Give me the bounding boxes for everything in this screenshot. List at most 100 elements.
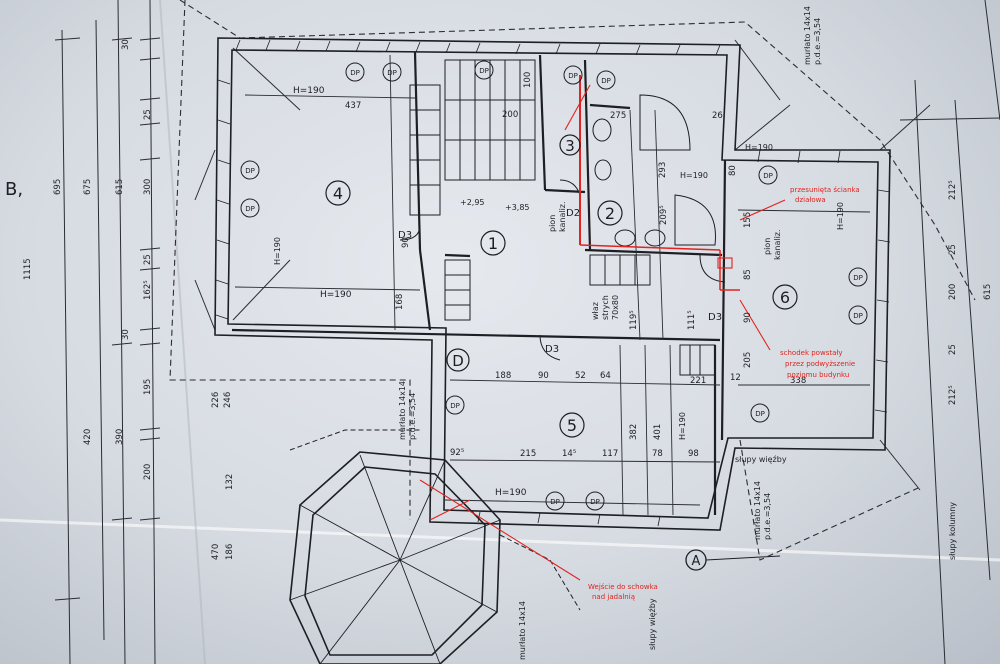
hatch-label: właz <box>591 302 600 320</box>
dimension-text: 30 <box>121 329 131 340</box>
dp-marker <box>345 62 365 82</box>
annotation-wall-moved: przesunięta ścianka <box>790 186 860 194</box>
kanaliz-label: kanaliz. <box>773 229 782 260</box>
dimension-text: 615 <box>983 284 993 300</box>
dimension-text: 25 <box>143 109 153 120</box>
dimension-text: 64 <box>600 371 611 381</box>
dp-label: DP <box>479 67 489 75</box>
dimension-text: 25 <box>948 344 958 355</box>
dp-marker <box>474 60 494 80</box>
dimension-text: 52 <box>575 371 586 381</box>
dimension-text: 221 <box>690 376 706 386</box>
wallplate-label: murłato 14x14 <box>518 601 527 660</box>
dp-marker <box>585 491 605 511</box>
dimension-text: 275 <box>610 111 626 121</box>
room-3-label: 3 <box>565 137 575 155</box>
dp-marker <box>445 395 465 415</box>
dimension-text: 300 <box>143 179 153 195</box>
dimension-text: 200 <box>143 464 153 480</box>
right-dimension-lines <box>899 0 1000 664</box>
dp-marker <box>563 65 583 85</box>
room-marker-circle <box>325 180 351 206</box>
dimension-text: 100 <box>523 72 533 88</box>
outer-walls <box>214 37 891 531</box>
dp-label: DP <box>387 69 397 77</box>
dimension-text: 1115 <box>23 258 33 280</box>
dp-marker <box>750 403 770 423</box>
wallplate-label: p.d.e.=3,54 <box>408 393 417 440</box>
room-marker-circle <box>559 412 585 438</box>
annotation-entrance: nad jadalnią <box>592 593 635 601</box>
dimension-text: 80 <box>728 165 738 176</box>
height-label: H=190 <box>293 86 325 96</box>
room-marker-circle <box>559 134 581 156</box>
dp-label: DP <box>568 72 578 80</box>
dp-marker <box>240 198 260 218</box>
dp-label: DP <box>763 172 773 180</box>
wall-hatching <box>215 39 891 527</box>
level-label: +2,95 <box>460 198 485 207</box>
dp-label: DP <box>601 77 611 85</box>
balcony-octagon <box>289 451 501 664</box>
dimension-text: 26 <box>712 111 723 121</box>
dimension-text: 212⁵ <box>948 385 958 405</box>
dimension-text: 90 <box>538 371 549 381</box>
staircase <box>409 59 716 376</box>
dimension-text: 186 <box>225 544 235 560</box>
height-label: H=190 <box>836 202 845 230</box>
dimension-text: 162⁵ <box>143 280 153 300</box>
dp-label: DP <box>350 69 360 77</box>
annotation-step: schodek powstały <box>780 349 843 357</box>
red-markups <box>419 75 786 581</box>
wallplate-label: murłato 14x14 <box>398 381 407 440</box>
dimension-text: 14⁵ <box>562 449 576 459</box>
dp-marker <box>758 165 778 185</box>
dimension-text: 119⁵ <box>629 310 639 330</box>
room-marker-circle <box>480 230 506 256</box>
dimension-text: 90 <box>743 312 753 323</box>
annotation-step: poziomu budynku <box>787 371 849 379</box>
dimension-text: 293 <box>658 162 668 178</box>
dimension-text: 25 <box>948 244 958 255</box>
dp-label: DP <box>245 167 255 175</box>
roof-hip-lines <box>194 39 931 491</box>
dimension-text: 92⁵ <box>450 448 464 458</box>
wallplate-label: murłato 14x14 <box>753 481 762 540</box>
room-d-label: D <box>452 352 464 370</box>
wallplate-label: murłato 14x14 <box>803 6 812 65</box>
height-label: H=190 <box>678 412 687 440</box>
room-marker-circle <box>772 284 798 310</box>
room-marker-circle <box>446 348 470 372</box>
dimension-text: 188 <box>495 371 511 381</box>
wallplate-label: p.d.e.=3,54 <box>763 493 772 540</box>
annotation-step: przez podwyższenie <box>785 360 855 368</box>
dp-label: DP <box>550 498 560 506</box>
section-a-label: A <box>692 554 701 569</box>
dp-marker <box>382 62 402 82</box>
dp-marker <box>848 305 868 325</box>
dimension-text: 382 <box>629 424 639 440</box>
room-marker-circle <box>597 200 623 226</box>
height-label: H=190 <box>680 171 708 180</box>
dimension-text: 200 <box>502 110 518 120</box>
annotation-entrance: Wejście do schowka <box>588 583 658 591</box>
dp-label: DP <box>755 410 765 418</box>
dimension-text: 85 <box>743 269 753 280</box>
dp-marker <box>240 160 260 180</box>
dimension-text: 390 <box>115 429 125 445</box>
left-dimension-ticks <box>54 37 161 601</box>
paper-crease <box>159 0 206 664</box>
dp-label: DP <box>450 402 460 410</box>
dimension-text: 212⁵ <box>948 180 958 200</box>
dp-marker <box>848 267 868 287</box>
dimension-text: 30 <box>121 39 131 50</box>
left-dimension-lines <box>61 0 156 664</box>
dimension-text: 90 <box>401 237 411 248</box>
dimension-text: 98 <box>688 449 699 459</box>
dimension-text: 226 <box>211 392 221 408</box>
height-label: H=190 <box>273 237 282 265</box>
dimension-text: 209⁵ <box>659 205 669 225</box>
